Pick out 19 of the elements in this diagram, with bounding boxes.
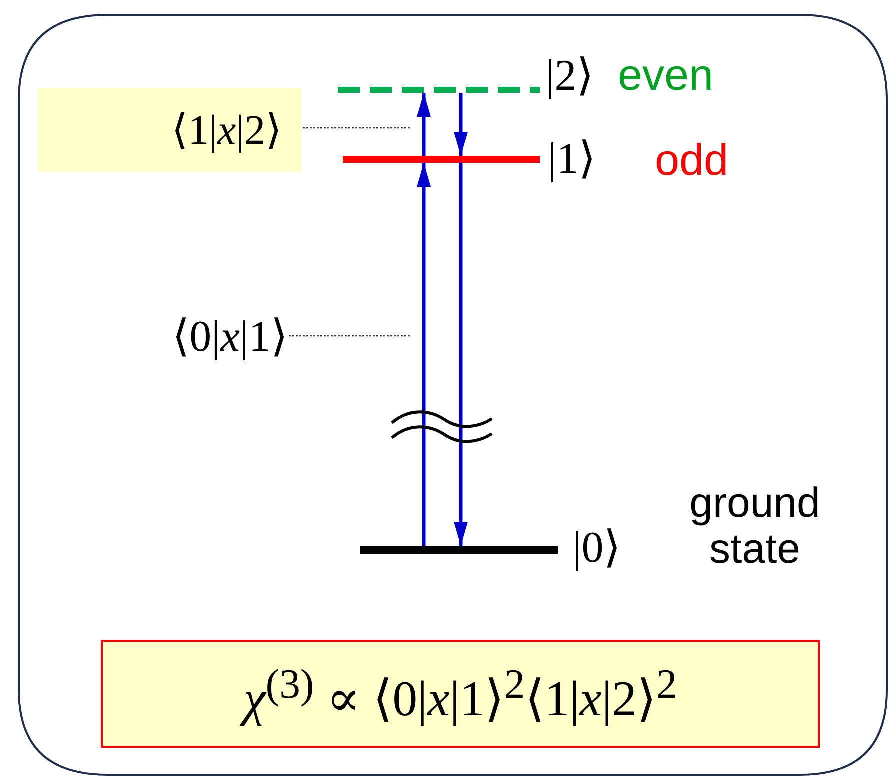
energy-level-line <box>338 87 540 93</box>
leader-line <box>303 127 410 129</box>
level-name: ground state <box>688 480 822 572</box>
state-label: |1⟩ <box>548 133 596 185</box>
parity-label: odd <box>655 135 728 187</box>
transition-arrow <box>454 163 468 546</box>
formula-box <box>101 640 820 748</box>
energy-level-line <box>360 546 558 554</box>
transition-arrow <box>417 93 431 156</box>
state-label: |0⟩ <box>573 522 621 574</box>
transition-arrow <box>417 163 431 546</box>
matrix-element: ⟨0|x|1⟩ <box>172 310 288 362</box>
matrix-element-label <box>38 88 302 172</box>
leader-line <box>289 335 410 337</box>
state-label: |2⟩ <box>546 50 594 102</box>
matrix-element: ⟨1|x|2⟩ <box>172 107 282 155</box>
energy-level-line <box>343 156 540 163</box>
transition-arrow <box>454 93 468 156</box>
parity-label: even <box>618 50 714 102</box>
